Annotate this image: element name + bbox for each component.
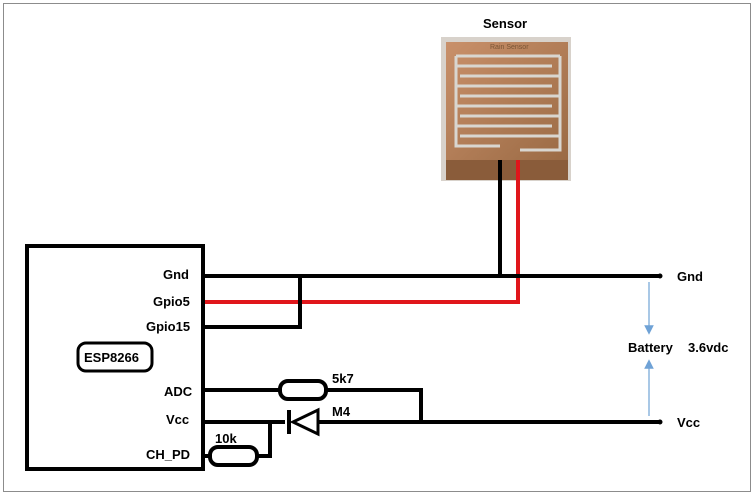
pin-gpio5: Gpio5	[153, 294, 190, 309]
pin-adc: ADC	[164, 384, 193, 399]
resistor-5k7-label: 5k7	[332, 371, 354, 386]
diode-m4	[287, 407, 320, 437]
gnd-terminal	[657, 273, 663, 279]
sensor-board-text: Rain Sensor	[490, 44, 529, 51]
esp8266-label-box	[76, 341, 154, 373]
gnd-rail-label: Gnd	[677, 269, 703, 284]
vcc-rail-label: Vcc	[677, 415, 700, 430]
sensor-signal-lead	[203, 160, 520, 304]
pin-vcc: Vcc	[166, 412, 189, 427]
esp8266-label: ESP8266	[84, 350, 139, 365]
vcc-terminal	[657, 419, 663, 425]
battery-label: Battery	[628, 340, 674, 355]
sensor-image: Rain Sensor	[441, 37, 571, 181]
gpio15-wire	[203, 276, 302, 329]
battery-voltage: 3.6vdc	[688, 340, 728, 355]
resistor-10k	[208, 445, 259, 467]
pin-gpio15: Gpio15	[146, 319, 190, 334]
sensor-title: Sensor	[483, 16, 527, 31]
diagram-frame	[3, 3, 751, 492]
adc-wire	[203, 388, 423, 422]
resistor-10k-label: 10k	[215, 431, 237, 446]
pin-chpd: CH_PD	[146, 447, 190, 462]
pin-gnd: Gnd	[163, 267, 189, 282]
resistor-5k7	[278, 379, 328, 401]
diode-label: M4	[332, 404, 351, 419]
